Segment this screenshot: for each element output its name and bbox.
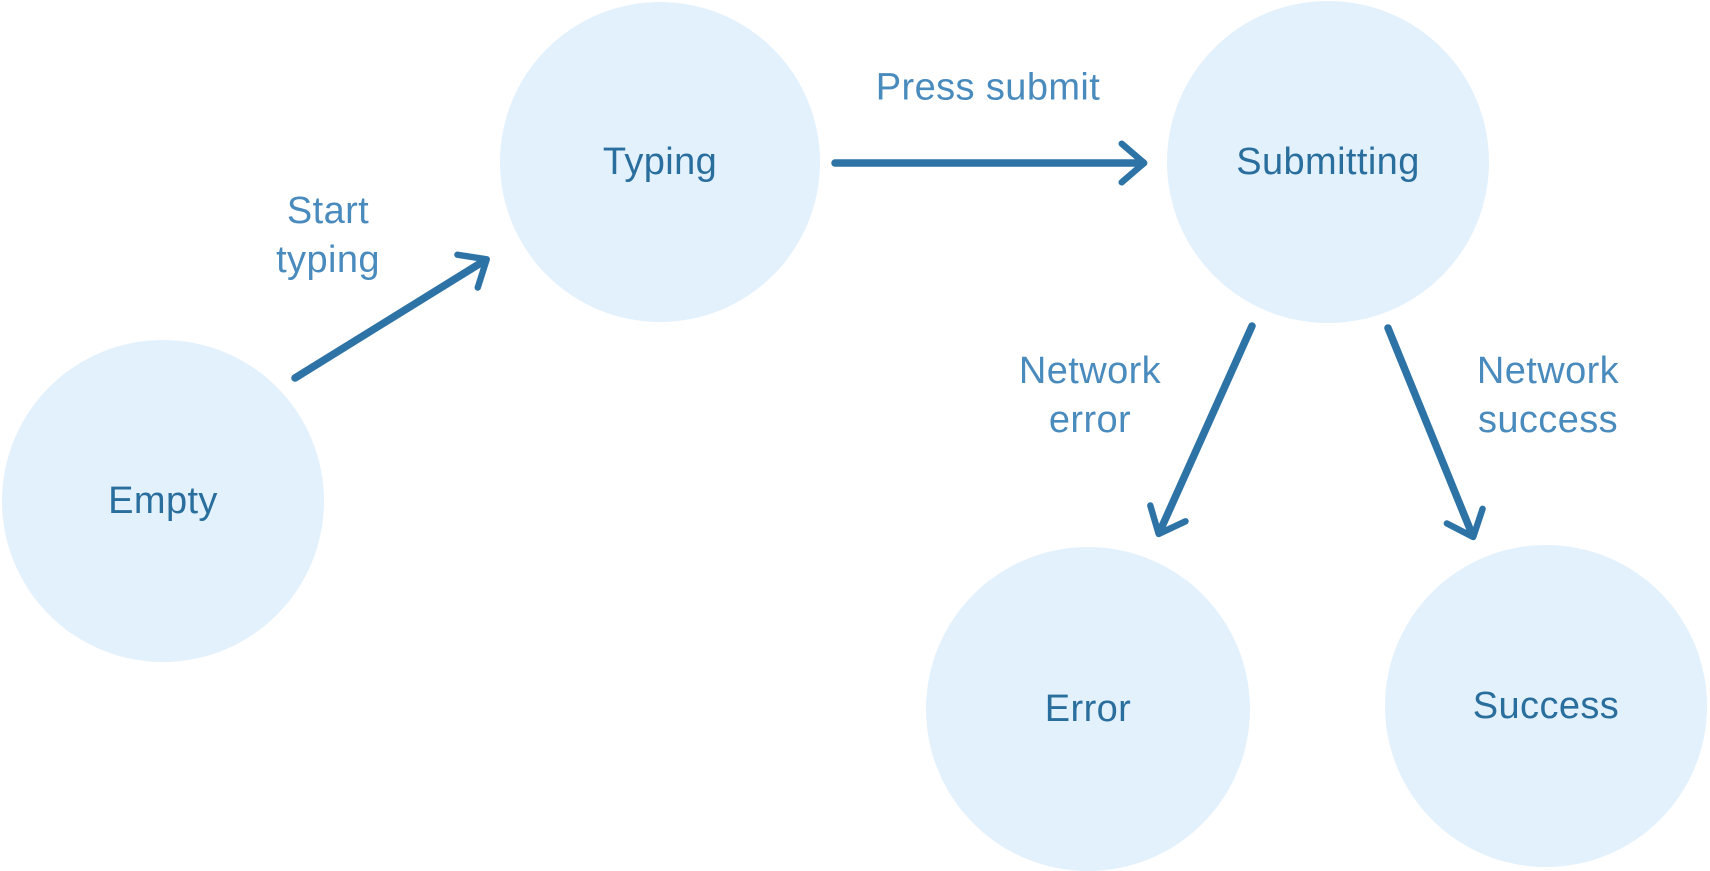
- state-node-success: Success: [1385, 545, 1707, 867]
- edge-label-network-success: Network success: [1477, 347, 1619, 445]
- edge-label-line: Network: [1018, 350, 1162, 392]
- state-node-error-label: Error: [1044, 687, 1132, 730]
- state-node-submitting: Submitting: [1167, 1, 1489, 323]
- state-node-submitting-label: Submitting: [1236, 140, 1420, 183]
- edge-label-line: typing: [276, 239, 380, 281]
- edge-submitting-to-success: [1384, 324, 1486, 541]
- state-node-error: Error: [926, 547, 1250, 871]
- state-node-typing: Typing: [500, 2, 820, 322]
- edge-label-line: Network: [1476, 350, 1620, 392]
- edge-label-line: Press submit: [875, 66, 1101, 109]
- state-node-empty-label: Empty: [108, 479, 218, 522]
- edge-label-start-typing: Start typing: [276, 187, 380, 285]
- state-node-typing-label: Typing: [602, 140, 718, 183]
- edge-submitting-to-error: [1147, 322, 1256, 538]
- edge-label-line: Start: [286, 190, 370, 232]
- state-node-success-label: Success: [1472, 684, 1620, 727]
- edge-label-line: error: [1048, 399, 1132, 441]
- edge-label-press-submit: Press submit: [876, 64, 1100, 113]
- state-node-empty: Empty: [2, 340, 324, 662]
- edge-label-network-error: Network error: [1019, 347, 1161, 445]
- edge-label-line: success: [1477, 399, 1619, 441]
